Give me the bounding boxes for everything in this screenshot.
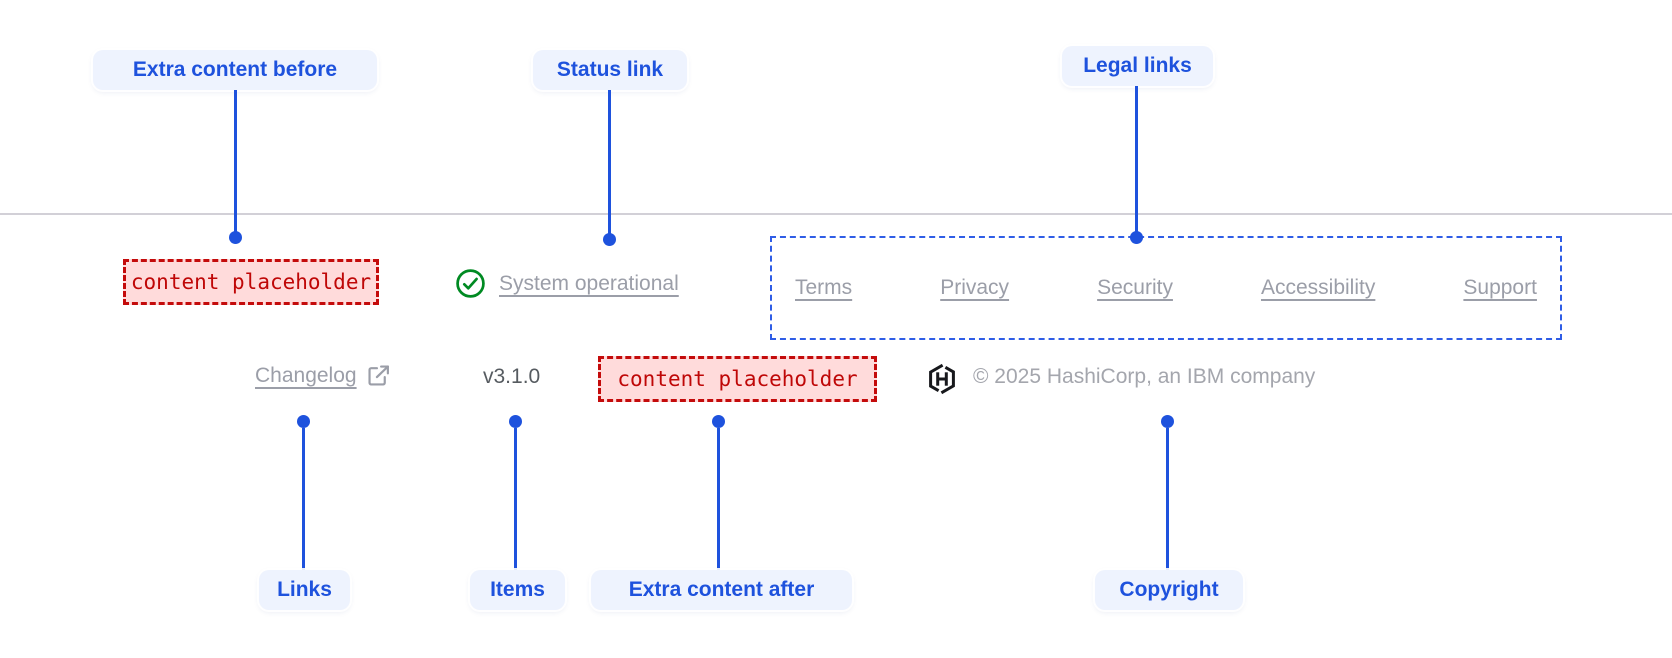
annotation-label: Links — [277, 578, 332, 601]
annotation-line — [608, 90, 611, 234]
changelog-link[interactable]: Changelog — [255, 363, 391, 388]
changelog-link-label[interactable]: Changelog — [255, 363, 357, 387]
annotation-line — [514, 428, 517, 570]
external-link-icon — [368, 365, 389, 386]
footer-top-divider — [0, 213, 1672, 215]
annotation-items: Items — [470, 570, 565, 610]
annotation-line — [1135, 86, 1138, 232]
annotation-label: Extra content after — [628, 578, 815, 601]
check-circle-icon — [456, 269, 485, 298]
annotation-line — [1166, 428, 1169, 570]
extra-content-before-placeholder: content placeholder — [123, 259, 379, 305]
annotation-line — [234, 90, 237, 232]
annotation-label: Extra content before — [132, 58, 338, 81]
annotation-dot — [1130, 231, 1143, 244]
annotation-extra-content-before: Extra content before — [93, 50, 377, 90]
annotation-label: Legal links — [1083, 54, 1192, 77]
legal-link-privacy[interactable]: Privacy — [940, 276, 1010, 299]
annotation-dot — [509, 415, 522, 428]
annotation-status-link: Status link — [533, 50, 687, 90]
annotation-copyright: Copyright — [1095, 570, 1243, 610]
annotation-label: Items — [490, 578, 545, 601]
legal-link-accessibility[interactable]: Accessibility — [1260, 276, 1376, 299]
status-link-label[interactable]: System operational — [499, 271, 679, 295]
annotation-line — [717, 428, 720, 570]
hashicorp-logo-icon — [929, 363, 955, 395]
status-link[interactable]: System operational — [455, 268, 679, 299]
annotation-extra-content-after: Extra content after — [591, 570, 852, 610]
annotation-dot — [1161, 415, 1174, 428]
legal-link-support[interactable]: Support — [1463, 276, 1537, 299]
annotation-dot — [229, 231, 242, 244]
legal-links-group: Terms Privacy Security Accessibility Sup… — [770, 236, 1562, 340]
annotation-line — [302, 428, 305, 570]
copyright-text: © 2025 HashiCorp, an IBM company — [973, 365, 1316, 388]
annotation-dot — [297, 415, 310, 428]
placeholder-text: content placeholder — [617, 367, 858, 391]
version-label: v3.1.0 — [483, 365, 541, 388]
annotation-label: Copyright — [1119, 578, 1219, 601]
annotation-links: Links — [259, 570, 350, 610]
legal-link-terms[interactable]: Terms — [795, 276, 853, 299]
annotation-label: Status link — [556, 58, 664, 81]
extra-content-after-placeholder: content placeholder — [598, 356, 877, 402]
placeholder-text: content placeholder — [130, 270, 372, 294]
legal-link-security[interactable]: Security — [1097, 276, 1173, 299]
annotation-dot — [603, 233, 616, 246]
annotation-legal-links: Legal links — [1062, 46, 1213, 86]
annotation-dot — [712, 415, 725, 428]
